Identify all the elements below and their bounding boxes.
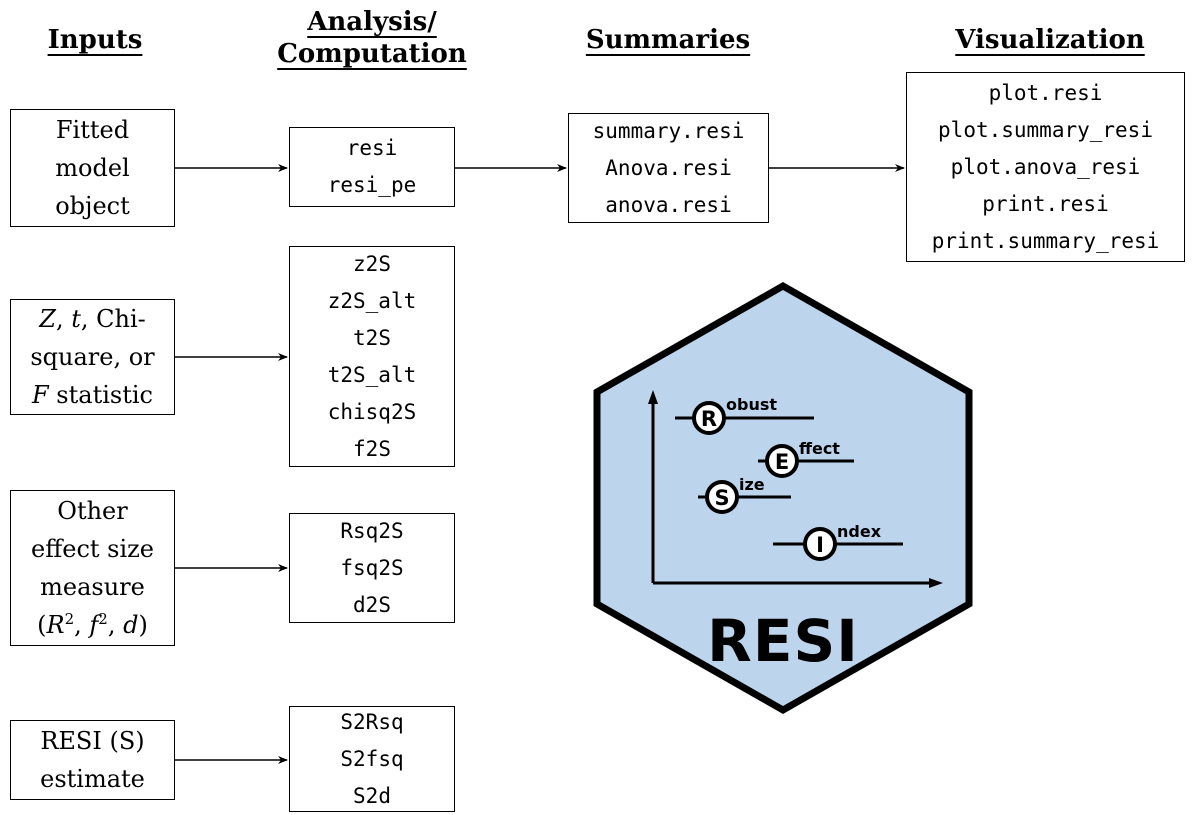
function-name: Rsq2S [340, 518, 404, 543]
function-name: t2S_alt [327, 362, 417, 387]
function-name: chisq2S [327, 399, 417, 424]
logo-robust-letter: R [701, 407, 717, 431]
logo-robust-rest: obust [726, 395, 777, 414]
logo-x-axis-arrowhead [929, 578, 943, 588]
visualization-functions: plot.resi plot.summary_resi plot.anova_r… [906, 72, 1185, 262]
function-name: t2S [353, 325, 391, 350]
logo-index-circle [803, 527, 837, 561]
input-stat-line2: square, or [30, 343, 155, 371]
function-name: resi_pe [327, 173, 417, 197]
header-visualization: Visualization [955, 25, 1145, 55]
function-name: summary.resi [592, 118, 745, 143]
logo-effect-circle [765, 444, 799, 478]
function-name: plot.summary_resi [938, 117, 1153, 142]
logo-size-rest: ize [739, 475, 765, 494]
input-resi-line: RESI (S) [40, 727, 145, 755]
function-name: plot.resi [988, 80, 1103, 105]
logo-index-rest: ndex [837, 522, 882, 541]
function-name: z2S [353, 251, 391, 276]
summaries-functions: summary.resi Anova.resi anova.resi [568, 113, 769, 223]
header-analysis-computation: Analysis/ Computation [262, 6, 482, 70]
input-fitted-line: object [55, 192, 130, 220]
input-resi-estimate: RESI (S) estimate [10, 720, 175, 800]
input-stat-line3: F statistic [32, 381, 153, 409]
logo-wordmark: RESI [707, 607, 859, 675]
analysis-resi-conversions: S2Rsq S2fsq S2d [289, 706, 455, 812]
input-stat-line1: Z, t, Chi- [39, 305, 146, 333]
input-resi-line: estimate [40, 765, 145, 793]
logo-robust-circle [692, 401, 726, 435]
function-name: f2S [353, 436, 391, 461]
logo-size-letter: S [714, 486, 729, 510]
input-fitted-model-object: Fitted model object [10, 109, 175, 227]
input-fitted-line: Fitted [55, 116, 130, 144]
function-name: S2fsq [340, 746, 404, 771]
input-other-line4: (R2, f2, d) [37, 610, 148, 639]
function-name: S2d [353, 783, 391, 808]
input-fitted-line: model [55, 154, 130, 182]
input-other-line3: measure [40, 573, 145, 601]
input-test-statistic: Z, t, Chi- square, or F statistic [10, 299, 175, 415]
function-name: fsq2S [340, 555, 404, 580]
function-name: print.resi [982, 191, 1109, 216]
logo-y-axis-arrowhead [648, 390, 658, 404]
input-other-effect-size: Other effect size measure (R2, f2, d) [10, 490, 175, 646]
function-name: Anova.resi [605, 155, 732, 180]
function-name: resi [346, 136, 398, 160]
function-name: d2S [353, 592, 391, 617]
function-name: z2S_alt [327, 288, 417, 313]
function-name: plot.anova_resi [950, 154, 1141, 179]
logo-effect-letter: E [775, 450, 789, 474]
header-analysis-line1: Analysis/ [307, 7, 437, 37]
function-name: S2Rsq [340, 709, 404, 734]
analysis-statistic-conversions: z2S z2S_alt t2S t2S_alt chisq2S f2S [289, 246, 455, 467]
function-name: anova.resi [605, 192, 732, 217]
input-other-line2: effect size [30, 535, 154, 563]
logo-effect-rest: ffect [799, 439, 840, 458]
header-analysis-line2: Computation [277, 39, 467, 69]
logo-size-circle [705, 480, 739, 514]
analysis-effect-size-conversions: Rsq2S fsq2S d2S [289, 513, 455, 623]
function-name: print.summary_resi [931, 228, 1160, 253]
analysis-resi-functions: resi resi_pe [289, 127, 455, 207]
logo-index-letter: I [816, 533, 824, 557]
input-other-line1: Other [57, 497, 128, 525]
header-inputs: Inputs [47, 25, 143, 55]
resi-hex-logo: R obust E ffect S ize I ndex RESI [593, 281, 973, 715]
header-summaries: Summaries [585, 25, 751, 55]
